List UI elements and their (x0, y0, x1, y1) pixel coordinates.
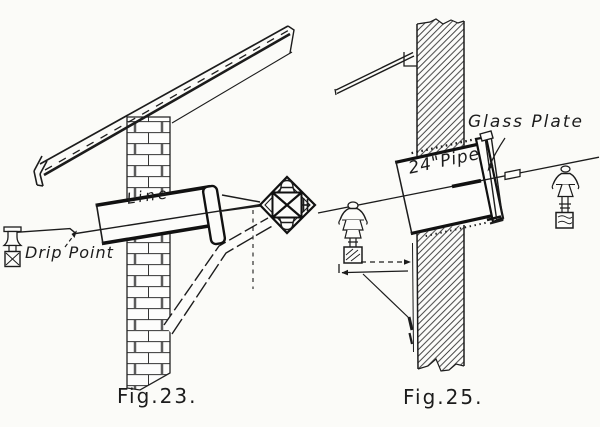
wire-splice (504, 168, 521, 181)
roof-eave-end (33, 155, 48, 187)
wire-sleeve (451, 178, 482, 189)
arm-brace (362, 273, 411, 320)
arrowhead (487, 163, 494, 172)
wall-bearing-dots-top (411, 137, 477, 155)
pole-wall-bracket (403, 52, 417, 67)
fig25-caption: Fig.25. (403, 385, 484, 409)
roof-ridge-line (171, 51, 293, 124)
brace-anchor-marks (407, 316, 414, 345)
drip-point-label: Drip Point (25, 243, 114, 262)
arrowhead (341, 269, 348, 276)
fig25-right-insulator (551, 165, 580, 229)
line-wire (8, 203, 262, 235)
fig23-caption: Fig.23. (117, 384, 198, 408)
crossarm-box (555, 211, 574, 229)
arrowhead (404, 259, 411, 265)
wall-bearing-dots-bottom (425, 221, 487, 238)
glass-plate-cap (479, 130, 494, 142)
diagonal-brace (163, 217, 275, 335)
roof (33, 25, 295, 187)
diamond-bracket (258, 175, 317, 235)
line-conduit (95, 184, 217, 246)
fig25-left-insulator (338, 201, 368, 264)
entrance-pipe (394, 137, 494, 238)
wall-upper (416, 18, 465, 158)
drip-point-leader (64, 230, 77, 248)
glass-plate (479, 130, 504, 225)
insulator-mounting-arm (338, 259, 411, 320)
wall-lower (407, 225, 465, 372)
arrowhead (71, 230, 77, 238)
conduit-flange (201, 184, 227, 246)
fig23-drawing (2, 25, 317, 391)
fig25-drawing (317, 18, 600, 372)
left-pin-insulator (2, 226, 23, 268)
roof-broken-end (287, 25, 295, 54)
glass-plate-label: Glass Plate (468, 112, 584, 132)
glass-plate-leader (487, 137, 506, 172)
bracket-arm (221, 194, 261, 212)
brick-chimney (126, 116, 171, 391)
side-clamp (301, 198, 310, 212)
attached-pole (334, 51, 417, 96)
